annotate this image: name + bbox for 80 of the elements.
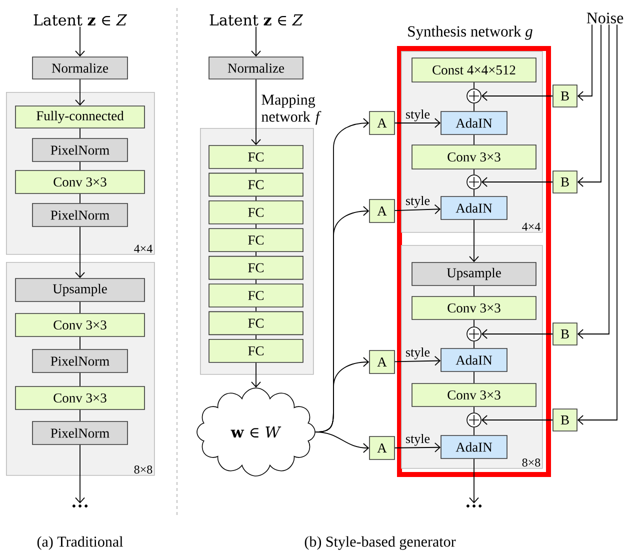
resolution-label: 4×4 xyxy=(522,222,540,231)
add-symbol xyxy=(466,326,482,342)
layer-box: Conv 3×3 xyxy=(15,386,145,410)
layer-box: FC xyxy=(208,228,304,252)
small-box: A xyxy=(369,111,395,135)
edge-label: style xyxy=(406,196,430,208)
layer-box: FC xyxy=(208,256,304,280)
caption: (a) Traditional xyxy=(37,536,123,550)
latent-cloud: w ∈ W xyxy=(196,388,316,476)
layer-box: Conv 3×3 xyxy=(412,144,536,170)
layer-box: Fully-connected xyxy=(15,106,145,128)
small-box: A xyxy=(369,436,395,460)
arrow xyxy=(75,444,85,504)
arrow xyxy=(75,26,85,57)
layer-box: PixelNorm xyxy=(32,349,128,373)
arrow xyxy=(75,226,85,278)
edge-label: style xyxy=(406,347,430,360)
layer-box: Conv 3×3 xyxy=(412,383,536,407)
arrow xyxy=(251,362,261,388)
adain-box: AdaIN xyxy=(440,435,508,459)
arrow xyxy=(394,442,441,452)
layer-box: Conv 3×3 xyxy=(15,170,145,194)
arrow xyxy=(481,177,554,187)
resolution-label: 8×8 xyxy=(134,466,152,474)
arrow xyxy=(394,356,441,366)
adain-box: AdaIN xyxy=(440,196,508,220)
arrow xyxy=(481,415,554,425)
arrow xyxy=(394,118,441,128)
adain-box: AdaIN xyxy=(440,348,508,372)
caption: (b) Style-based generator xyxy=(304,536,456,550)
small-box: B xyxy=(552,408,578,432)
layer-box: FC xyxy=(208,311,304,336)
add-symbol xyxy=(466,412,482,428)
layer-box: Const 4×4×512 xyxy=(412,58,536,82)
network-label: Mapping network f xyxy=(262,94,322,125)
layer-box: Upsample xyxy=(412,262,536,286)
layer-box: FC xyxy=(208,339,304,363)
layer-box: FC xyxy=(208,145,304,169)
ellipsis: … xyxy=(72,504,88,508)
arrow xyxy=(577,24,618,425)
layer-box: FC xyxy=(208,284,304,308)
layer-box: Normalize xyxy=(32,56,128,80)
adain-box: AdaIN xyxy=(440,111,508,135)
arrow xyxy=(577,24,602,187)
layer-box: PixelNorm xyxy=(32,421,128,445)
add-symbol xyxy=(466,88,482,104)
layer-box: PixelNorm xyxy=(32,203,128,227)
add-symbol xyxy=(466,174,482,190)
input-label: Latent z ∈ Z xyxy=(210,14,304,26)
network-label: Synthesis network g xyxy=(408,26,532,40)
layer-box: Conv 3×3 xyxy=(15,313,145,337)
edge-label: style xyxy=(406,109,430,122)
small-box: A xyxy=(369,199,395,223)
arrow xyxy=(481,329,554,339)
layer-box: PixelNorm xyxy=(32,138,128,162)
arrow xyxy=(469,458,479,504)
resolution-label: 8×8 xyxy=(522,458,540,467)
arrow xyxy=(469,219,479,262)
arrow xyxy=(314,432,370,453)
small-box: B xyxy=(552,170,578,194)
resolution-label: 4×4 xyxy=(134,244,152,253)
layer-box: Normalize xyxy=(208,56,304,80)
arrow xyxy=(577,24,610,339)
arrow xyxy=(251,26,261,57)
arrow xyxy=(481,91,554,101)
layer-box: FC xyxy=(208,200,304,224)
small-box: A xyxy=(369,350,395,374)
arrow xyxy=(75,78,85,106)
arrow xyxy=(577,24,592,101)
layer-box: Conv 3×3 xyxy=(412,296,536,320)
layer-box: Upsample xyxy=(15,278,145,302)
arrow xyxy=(394,204,441,214)
arrow xyxy=(251,78,261,146)
edge-label: style xyxy=(406,434,430,446)
ellipsis: … xyxy=(466,504,482,508)
input-label: Noise xyxy=(586,12,624,24)
layer-box: FC xyxy=(208,172,304,197)
small-box: B xyxy=(552,84,578,108)
small-box: B xyxy=(552,322,578,346)
input-label: Latent z ∈ Z xyxy=(34,14,128,26)
